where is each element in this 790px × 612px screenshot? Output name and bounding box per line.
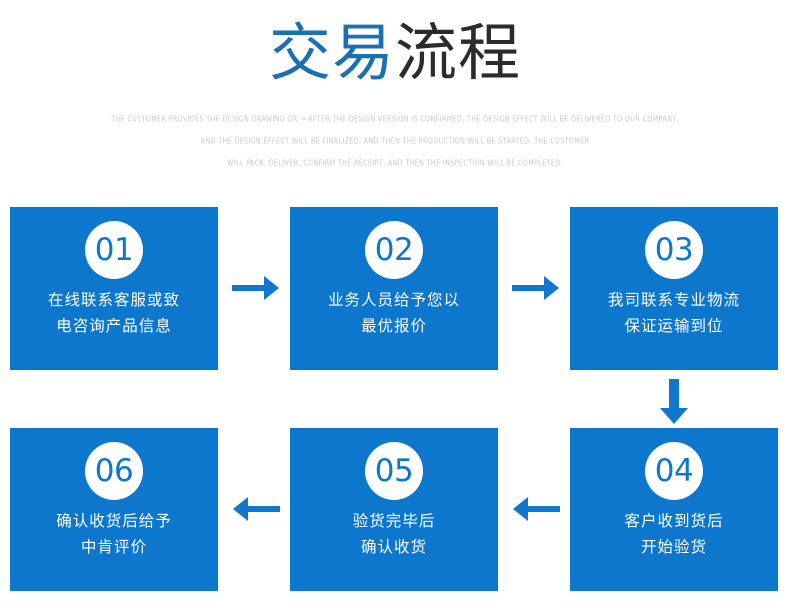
page-title-highlight: 交易 bbox=[268, 16, 395, 89]
step-label-05-line2: 确认收货 bbox=[360, 538, 427, 556]
subtitle-line-3: WILL PACK, DELIVER, CONFIRM THE RECEIPT,… bbox=[227, 158, 563, 168]
step-label-05: 验货完毕后 确认收货 bbox=[353, 508, 436, 560]
step-card-05[interactable]: 05 验货完毕后 确认收货 bbox=[290, 428, 498, 591]
flow-row-top: 01 在线联系客服或致 电咨询产品信息 02 业务人员给予您以 最优报价 0 bbox=[0, 207, 790, 424]
step-number-badge-04: 04 bbox=[645, 442, 703, 500]
step-label-03: 我司联系专业物流 保证运输到位 bbox=[608, 287, 740, 339]
step-label-01-line1: 在线联系客服或致 bbox=[47, 291, 180, 309]
arrow-down-icon bbox=[654, 379, 694, 425]
step-label-04-line2: 开始验货 bbox=[640, 538, 707, 556]
step-number-badge-02: 02 bbox=[365, 221, 423, 279]
step-number-badge-06: 06 bbox=[85, 442, 143, 500]
step-card-03[interactable]: 03 我司联系专业物流 保证运输到位 bbox=[570, 207, 778, 370]
page-title-rest: 流程 bbox=[395, 16, 522, 89]
process-flow-diagram: 01 在线联系客服或致 电咨询产品信息 02 业务人员给予您以 最优报价 0 bbox=[0, 207, 790, 599]
step-label-02-line1: 业务人员给予您以 bbox=[327, 291, 460, 309]
subtitle-line-1: THE CUSTOMER PROVIDES THE DESIGN DRAWING… bbox=[111, 114, 679, 124]
step-label-06-line1: 确认收货后给予 bbox=[56, 512, 172, 530]
step-card-01[interactable]: 01 在线联系客服或致 电咨询产品信息 bbox=[10, 207, 218, 370]
step-number-badge-03: 03 bbox=[645, 221, 703, 279]
subtitle-block: THE CUSTOMER PROVIDES THE DESIGN DRAWING… bbox=[0, 108, 790, 174]
step-label-02-line2: 最优报价 bbox=[360, 317, 427, 335]
step-label-01-line2: 电咨询产品信息 bbox=[56, 317, 172, 335]
page-title: 交易流程 bbox=[0, 18, 790, 88]
step-number-badge-01: 01 bbox=[85, 221, 143, 279]
step-card-04[interactable]: 04 客户收到货后 开始验货 bbox=[570, 428, 778, 591]
step-label-03-line2: 保证运输到位 bbox=[624, 317, 724, 335]
step-card-06[interactable]: 06 确认收货后给予 中肯评价 bbox=[10, 428, 218, 591]
step-number-badge-05: 05 bbox=[365, 442, 423, 500]
step-label-06: 确认收货后给予 中肯评价 bbox=[56, 508, 172, 560]
step-label-02: 业务人员给予您以 最优报价 bbox=[328, 287, 460, 339]
step-label-06-line2: 中肯评价 bbox=[80, 538, 147, 556]
arrow-left-icon bbox=[512, 492, 560, 526]
step-label-03-line1: 我司联系专业物流 bbox=[607, 291, 740, 309]
step-label-04-line1: 客户收到货后 bbox=[624, 512, 724, 530]
step-card-02[interactable]: 02 业务人员给予您以 最优报价 bbox=[290, 207, 498, 370]
step-label-05-line1: 验货完毕后 bbox=[352, 512, 436, 530]
step-label-01: 在线联系客服或致 电咨询产品信息 bbox=[48, 287, 180, 339]
subtitle-line-2: AND THE DESIGN EFFECT WILL BE FINALIZED,… bbox=[200, 136, 590, 146]
page-header: 交易流程 THE CUSTOMER PROVIDES THE DESIGN DR… bbox=[0, 0, 790, 195]
arrow-left-icon bbox=[232, 492, 280, 526]
arrow-right-icon bbox=[232, 271, 280, 305]
step-label-04: 客户收到货后 开始验货 bbox=[624, 508, 723, 560]
flow-row-bottom: 06 确认收货后给予 中肯评价 05 验货完毕后 确认收货 04 bbox=[0, 428, 790, 591]
arrow-right-icon bbox=[512, 271, 560, 305]
